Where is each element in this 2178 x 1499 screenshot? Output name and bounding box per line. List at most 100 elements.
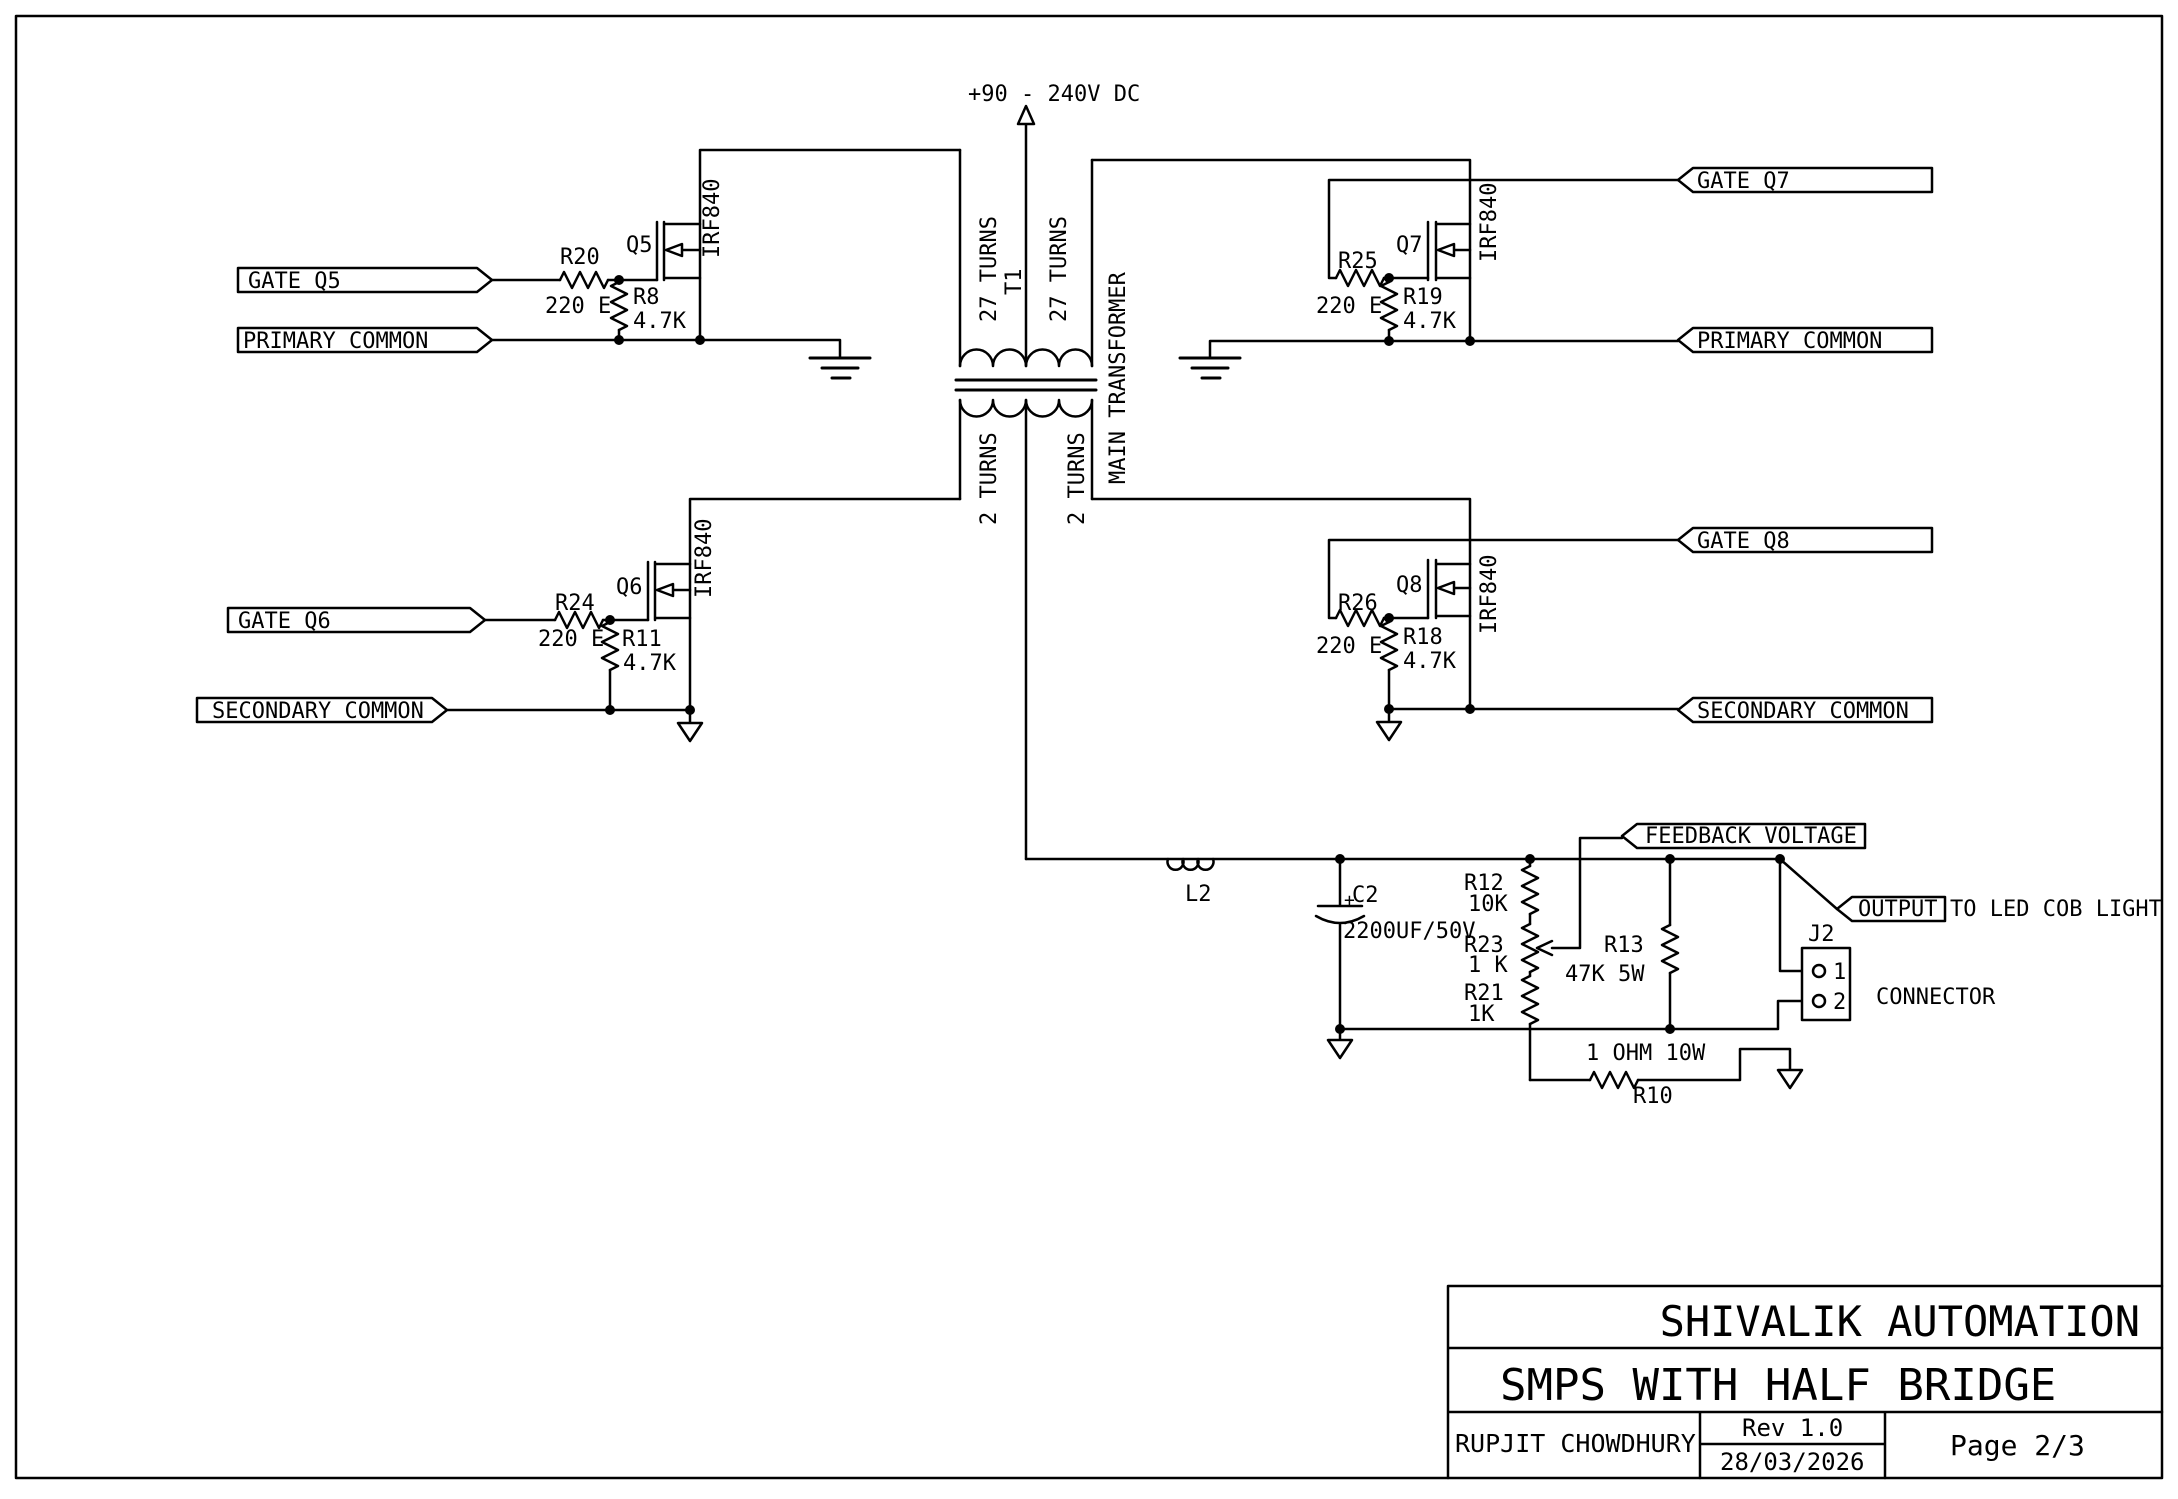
l2-inductor: [1166, 857, 1215, 872]
junction-dot: [1335, 1024, 1345, 1034]
q8-wires: [1090, 497, 1680, 724]
q7-wires: [1090, 158, 1680, 360]
date-label: 28/03/2026: [1720, 1448, 1865, 1476]
revision-label: Rev 1.0: [1742, 1414, 1843, 1442]
junction-dot: [1384, 613, 1394, 623]
q6-body-arrow-icon: [655, 582, 675, 598]
q6-ref: Q6: [616, 575, 643, 600]
r12-resistor: [1520, 864, 1540, 916]
power-input-label: +90 - 240V DC: [968, 82, 1140, 107]
primary-common-right-tag: [1676, 326, 1934, 354]
junction-dot: [1665, 854, 1675, 864]
transformer-name: MAIN TRANSFORMER: [1106, 271, 1131, 484]
r19-resistor: [1379, 280, 1399, 332]
junction-dot: [1335, 854, 1345, 864]
q6-part: IRF840: [692, 519, 717, 598]
r24-resistor: [553, 610, 605, 630]
r26-value: 220 E: [1316, 634, 1382, 659]
q8-body-arrow-icon: [1436, 580, 1456, 596]
q6-mosfet: [646, 560, 692, 622]
output-tag: [1835, 895, 1947, 923]
c2-value: 2200UF/50V: [1343, 919, 1475, 944]
up-arrow-icon: [1016, 104, 1036, 126]
q5-ref: Q5: [626, 233, 653, 258]
q7-ref: Q7: [1396, 233, 1423, 258]
r25-ref: R25: [1338, 249, 1378, 274]
r10-wires: [1528, 1047, 1792, 1082]
r23-wiper-feedback-wire: [1535, 836, 1624, 957]
r10-ref: R10: [1633, 1084, 1673, 1109]
drawing-title: SMPS WITH HALF BRIDGE: [1500, 1360, 2056, 1411]
junction-dot: [1665, 1024, 1675, 1034]
r11-value: 4.7K: [623, 651, 677, 676]
secondary-common-right-tag: [1676, 696, 1934, 724]
r20-resistor: [558, 270, 610, 290]
junction-dot: [1465, 336, 1475, 346]
r25-value: 220 E: [1316, 294, 1382, 319]
page-border: [14, 14, 2164, 1480]
junction-dot: [1384, 273, 1394, 283]
r8-ref: R8: [633, 285, 660, 310]
author-name: RUPJIT CHOWDHURY: [1455, 1429, 1696, 1458]
secondary-common-left-label: SECONDARY COMMON: [212, 699, 424, 724]
r21-ref: R21: [1464, 981, 1504, 1006]
primary-common-left-tag: [236, 326, 494, 354]
power-input: +90 - 240V DC: [968, 82, 1140, 368]
core-lines: [954, 378, 1098, 392]
feedback-voltage-label: FEEDBACK VOLTAGE: [1645, 824, 1857, 849]
junction-dot: [614, 275, 624, 285]
j2-label: CONNECTOR: [1876, 985, 1996, 1010]
junction-dot: [605, 705, 615, 715]
q7-body-arrow-icon: [1436, 242, 1456, 258]
earth-ground-icon-q7: [1178, 356, 1242, 380]
r24-ref: R24: [555, 591, 595, 616]
q7-mosfet: [1426, 220, 1472, 282]
secondary-left-turns-label: 2 TURNS: [977, 432, 1002, 525]
r13-value: 47K 5W: [1565, 962, 1645, 987]
gate-q7-tag-label: GATE Q7: [1697, 169, 1790, 194]
secondary-right-turns-label: 2 TURNS: [1065, 432, 1090, 525]
j2-pin1-circle: [1811, 963, 1827, 979]
r8-resistor: [609, 280, 629, 332]
r23-resistor: [1520, 922, 1540, 974]
r11-resistor: [600, 620, 620, 672]
j2-pin1-number: 1: [1833, 960, 1846, 985]
secondary-common-right-label: SECONDARY COMMON: [1697, 699, 1909, 724]
q7-block: GATE Q7 PRIMARY COMMON R25 220 E R19 4.7…: [1090, 158, 1934, 380]
q8-ref: Q8: [1396, 573, 1423, 598]
junction-dot: [605, 615, 615, 625]
output-stage: L2 + C2 2200UF/50V FEEDBACK VOLTAGE OUTP…: [1024, 822, 2162, 1109]
gate-q6-tag: [226, 606, 487, 634]
ground-arrow-icon-r10: [1776, 1068, 1804, 1090]
junction-dot: [1384, 704, 1394, 714]
r23-ref: R23: [1464, 933, 1504, 958]
secondary-common-left-tag: [195, 696, 449, 724]
r23-value: 1 K: [1468, 953, 1508, 978]
gate-q8-tag: [1676, 526, 1934, 554]
ground-arrow-icon-q6: [676, 721, 704, 743]
ground-arrow-icon-c2: [1326, 1038, 1354, 1060]
r12-value: 10K: [1468, 892, 1508, 917]
r11-ref: R11: [622, 627, 662, 652]
r20-value: 220 E: [545, 294, 611, 319]
primary-winding: [958, 348, 1094, 368]
q8-block: GATE Q8 SECONDARY COMMON R26 220 E R18 4…: [1090, 497, 1934, 742]
gate-q6-tag-label: GATE Q6: [238, 609, 331, 634]
title-block: SHIVALIK AUTOMATION SMPS WITH HALF BRIDG…: [1446, 1284, 2164, 1480]
r26-ref: R26: [1338, 591, 1378, 616]
junction-dot: [1465, 704, 1475, 714]
primary-common-left-label: PRIMARY COMMON: [243, 329, 428, 354]
r20-ref: R20: [560, 245, 600, 270]
output-tag-label: OUTPUT: [1858, 897, 1937, 922]
q6-block: GATE Q6 SECONDARY COMMON R24 220 E R11 4…: [195, 497, 962, 743]
primary-right-turns-label: 27 TURNS: [1047, 216, 1072, 322]
junction-dot: [695, 335, 705, 345]
r13-ref: R13: [1604, 933, 1644, 958]
bottom-rail: [1338, 999, 1815, 1031]
gate-q5-tag-label: GATE Q5: [248, 269, 341, 294]
r8-value: 4.7K: [633, 309, 687, 334]
r18-resistor: [1379, 620, 1399, 672]
j2-pin2-circle: [1811, 993, 1827, 1009]
